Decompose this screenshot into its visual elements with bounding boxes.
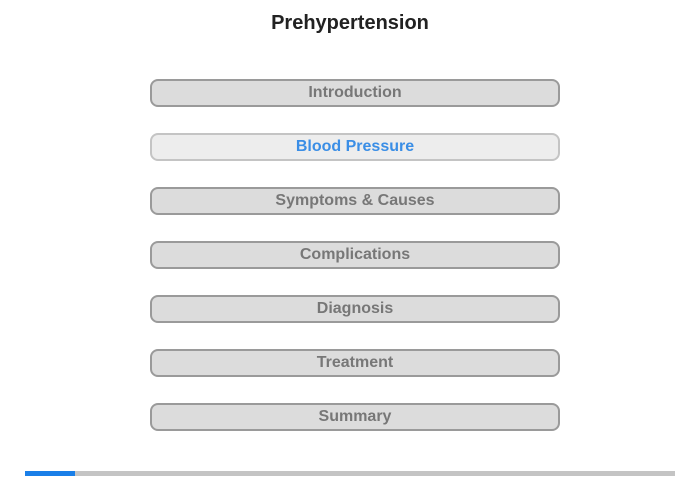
menu-item-introduction[interactable]: Introduction (150, 79, 560, 107)
menu-item-diagnosis[interactable]: Diagnosis (150, 295, 560, 323)
menu-item-symptoms-causes[interactable]: Symptoms & Causes (150, 187, 560, 215)
menu-item-blood-pressure[interactable]: Blood Pressure (150, 133, 560, 161)
menu-item-summary[interactable]: Summary (150, 403, 560, 431)
menu-item-treatment[interactable]: Treatment (150, 349, 560, 377)
page-title: Prehypertension (271, 12, 429, 34)
progress-bar-fill (25, 471, 76, 476)
topic-menu: Introduction Blood Pressure Symptoms & C… (150, 79, 560, 457)
progress-bar (25, 471, 675, 476)
menu-item-complications[interactable]: Complications (150, 241, 560, 269)
